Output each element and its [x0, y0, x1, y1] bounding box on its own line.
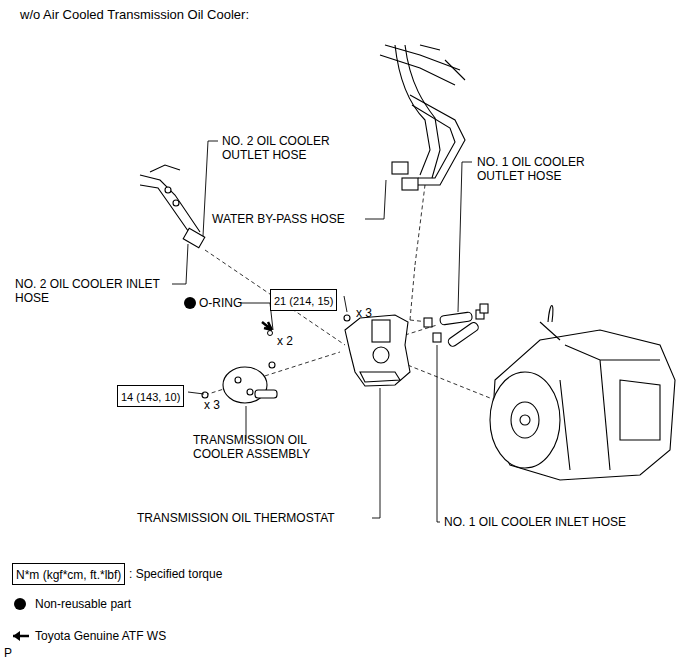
torque-box: 14 (143, 10) — [117, 385, 184, 407]
part-name: NO. 1 OIL COOLER INLET HOSE — [444, 515, 626, 529]
quantity: x 3 — [356, 306, 372, 320]
part-name: WATER BY-PASS HOSE — [212, 212, 345, 226]
torque-value: 14 (143, 10) — [121, 391, 180, 403]
torque-value: N*m (kgf*cm, ft.*lbf) — [16, 568, 121, 582]
part-name: TRANSMISSION OIL THERMOSTAT — [137, 511, 335, 525]
quantity: x 2 — [277, 334, 293, 348]
legend-text: Non-reusable part — [35, 597, 131, 611]
page-mark: P — [4, 646, 12, 660]
part-name: NO. 2 OIL COOLER INLET HOSE — [15, 277, 165, 305]
part-name: NO. 2 OIL COOLER OUTLET HOSE — [222, 134, 347, 162]
quantity: x 3 — [204, 398, 220, 412]
torque-value: 21 (214, 15) — [274, 295, 333, 307]
part-name: TRANSMISSION OIL COOLER ASSEMBLY — [193, 433, 323, 461]
legend-text: Toyota Genuine ATF WS — [35, 629, 166, 643]
torque-box: N*m (kgf*cm, ft.*lbf) — [12, 563, 125, 585]
part-name: O-RING — [199, 296, 242, 310]
torque-box: 21 (214, 15) — [270, 289, 337, 311]
part-name: NO. 1 OIL COOLER OUTLET HOSE — [477, 155, 602, 183]
legend-text: : Specified torque — [129, 567, 222, 581]
diagram-title: w/o Air Cooled Transmission Oil Cooler: — [20, 8, 249, 22]
